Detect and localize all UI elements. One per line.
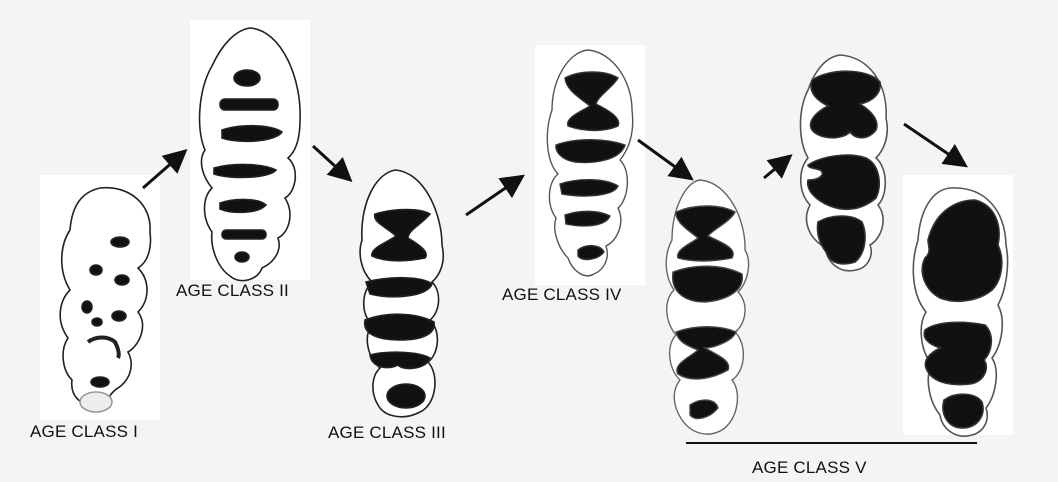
label-age-class-3: AGE CLASS III [328,423,446,443]
arrow-5b-to-5c [904,124,963,164]
arrow-4-to-5a [638,140,689,177]
molar-class-3 [360,170,443,417]
label-age-class-2: AGE CLASS II [176,281,289,301]
arrow-5a-to-5b [764,158,788,178]
label-age-class-5: AGE CLASS V [752,458,867,478]
label-age-class-1: AGE CLASS I [30,422,138,442]
arrow-3-to-4 [466,178,520,215]
molar-class-5-a [666,180,748,434]
arrow-1-to-2 [143,153,183,188]
molar-class-5-b [801,55,888,271]
arrow-2-to-3 [313,146,348,178]
label-age-class-4: AGE CLASS IV [502,285,622,305]
